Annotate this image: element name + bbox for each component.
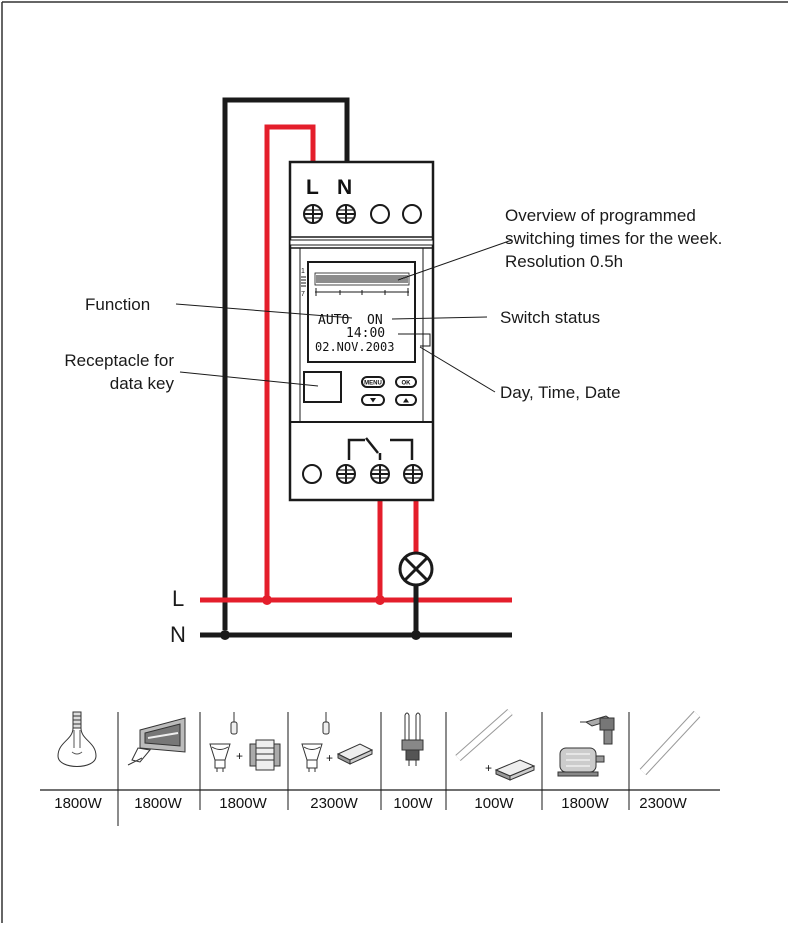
bus-label-neutral: N [170, 622, 186, 647]
load-rating: 100W [393, 795, 433, 812]
callout-line-function [175, 303, 353, 319]
down-arrow-icon [370, 398, 376, 403]
svg-text:+: + [236, 749, 243, 763]
terminal-label-neutral: N [337, 176, 352, 199]
empty-terminal-icon [402, 204, 422, 224]
data-key-receptacle [303, 371, 342, 403]
junction-dot [220, 630, 230, 640]
callout-overview-line1: Overview of programmed [505, 206, 696, 225]
screw-terminal-icon [403, 464, 423, 484]
neutral-supply-wire [222, 97, 350, 630]
down-button[interactable] [361, 394, 385, 406]
callout-switch-status: Switch status [500, 308, 600, 327]
day-indicator: 1 7 [301, 268, 306, 298]
lv-halogen-electronic-transformer-icon: + [301, 712, 374, 772]
load-rating: 100W [474, 795, 514, 812]
timer-device: L N 1 [288, 160, 435, 502]
svg-text:7: 7 [301, 291, 305, 298]
incandescent-bulb-icon [57, 711, 97, 767]
callout-line-switch-status [391, 316, 488, 320]
ok-button[interactable]: OK [395, 376, 417, 388]
weekly-overview-bar [314, 272, 410, 296]
callout-function: Function [85, 295, 150, 314]
halogen-floodlight-icon [127, 717, 186, 766]
callout-receptacle-line1: Receptacle for [64, 351, 174, 370]
menu-button[interactable]: MENU [361, 376, 385, 388]
screw-terminal-icon [336, 204, 356, 224]
compact-fluorescent-icon [401, 712, 424, 766]
screw-terminal-icon [336, 464, 356, 484]
load-rating: 1800W [54, 795, 102, 812]
load-rating: 2300W [639, 795, 687, 812]
callout-line-day-time-date [419, 346, 496, 393]
up-button[interactable] [395, 394, 417, 406]
live-supply-wire [264, 124, 316, 600]
fluorescent-tube-ballast-icon: + [455, 709, 536, 781]
up-arrow-icon [403, 398, 409, 403]
lv-halogen-transformer-icon: + [209, 712, 281, 772]
bus-label-live: L [172, 586, 184, 611]
lcd-switch-state: ON [367, 313, 383, 328]
lamp-symbol-icon [398, 551, 434, 587]
callout-line-receptacle [179, 371, 319, 387]
callout-bracket-time [398, 333, 431, 347]
svg-text:OK: OK [402, 381, 412, 387]
lcd-date: 02.NOV.2003 [315, 340, 394, 354]
callout-line-overview [397, 239, 513, 281]
load-rating: 1800W [561, 795, 609, 812]
terminal-label-live: L [306, 176, 319, 199]
lcd-time: 14:00 [346, 326, 385, 341]
callout-overview-line3: Resolution 0.5h [505, 252, 623, 271]
fluorescent-tube-icon [639, 710, 701, 776]
junction-dot [375, 595, 385, 605]
screw-terminal-icon [370, 464, 390, 484]
motor-drill-icon [557, 715, 615, 777]
svg-text:+: + [485, 761, 492, 775]
svg-text:MENU: MENU [364, 381, 382, 387]
svg-text:1: 1 [301, 268, 305, 275]
junction-dot [262, 595, 272, 605]
callout-receptacle-line2: data key [110, 374, 175, 393]
callout-overview-line2: switching times for the week. [505, 229, 722, 248]
load-table: + + [40, 709, 720, 826]
callout-day-time-date: Day, Time, Date [500, 383, 621, 402]
load-rating: 2300W [310, 795, 358, 812]
empty-terminal-icon [370, 204, 390, 224]
svg-text:+: + [326, 751, 333, 765]
load-rating: 1800W [134, 795, 182, 812]
load-rating: 1800W [219, 795, 267, 812]
screw-terminal-icon [303, 204, 323, 224]
empty-terminal-icon [302, 464, 322, 484]
junction-dot [411, 630, 421, 640]
relay-contact-icon [347, 437, 414, 460]
